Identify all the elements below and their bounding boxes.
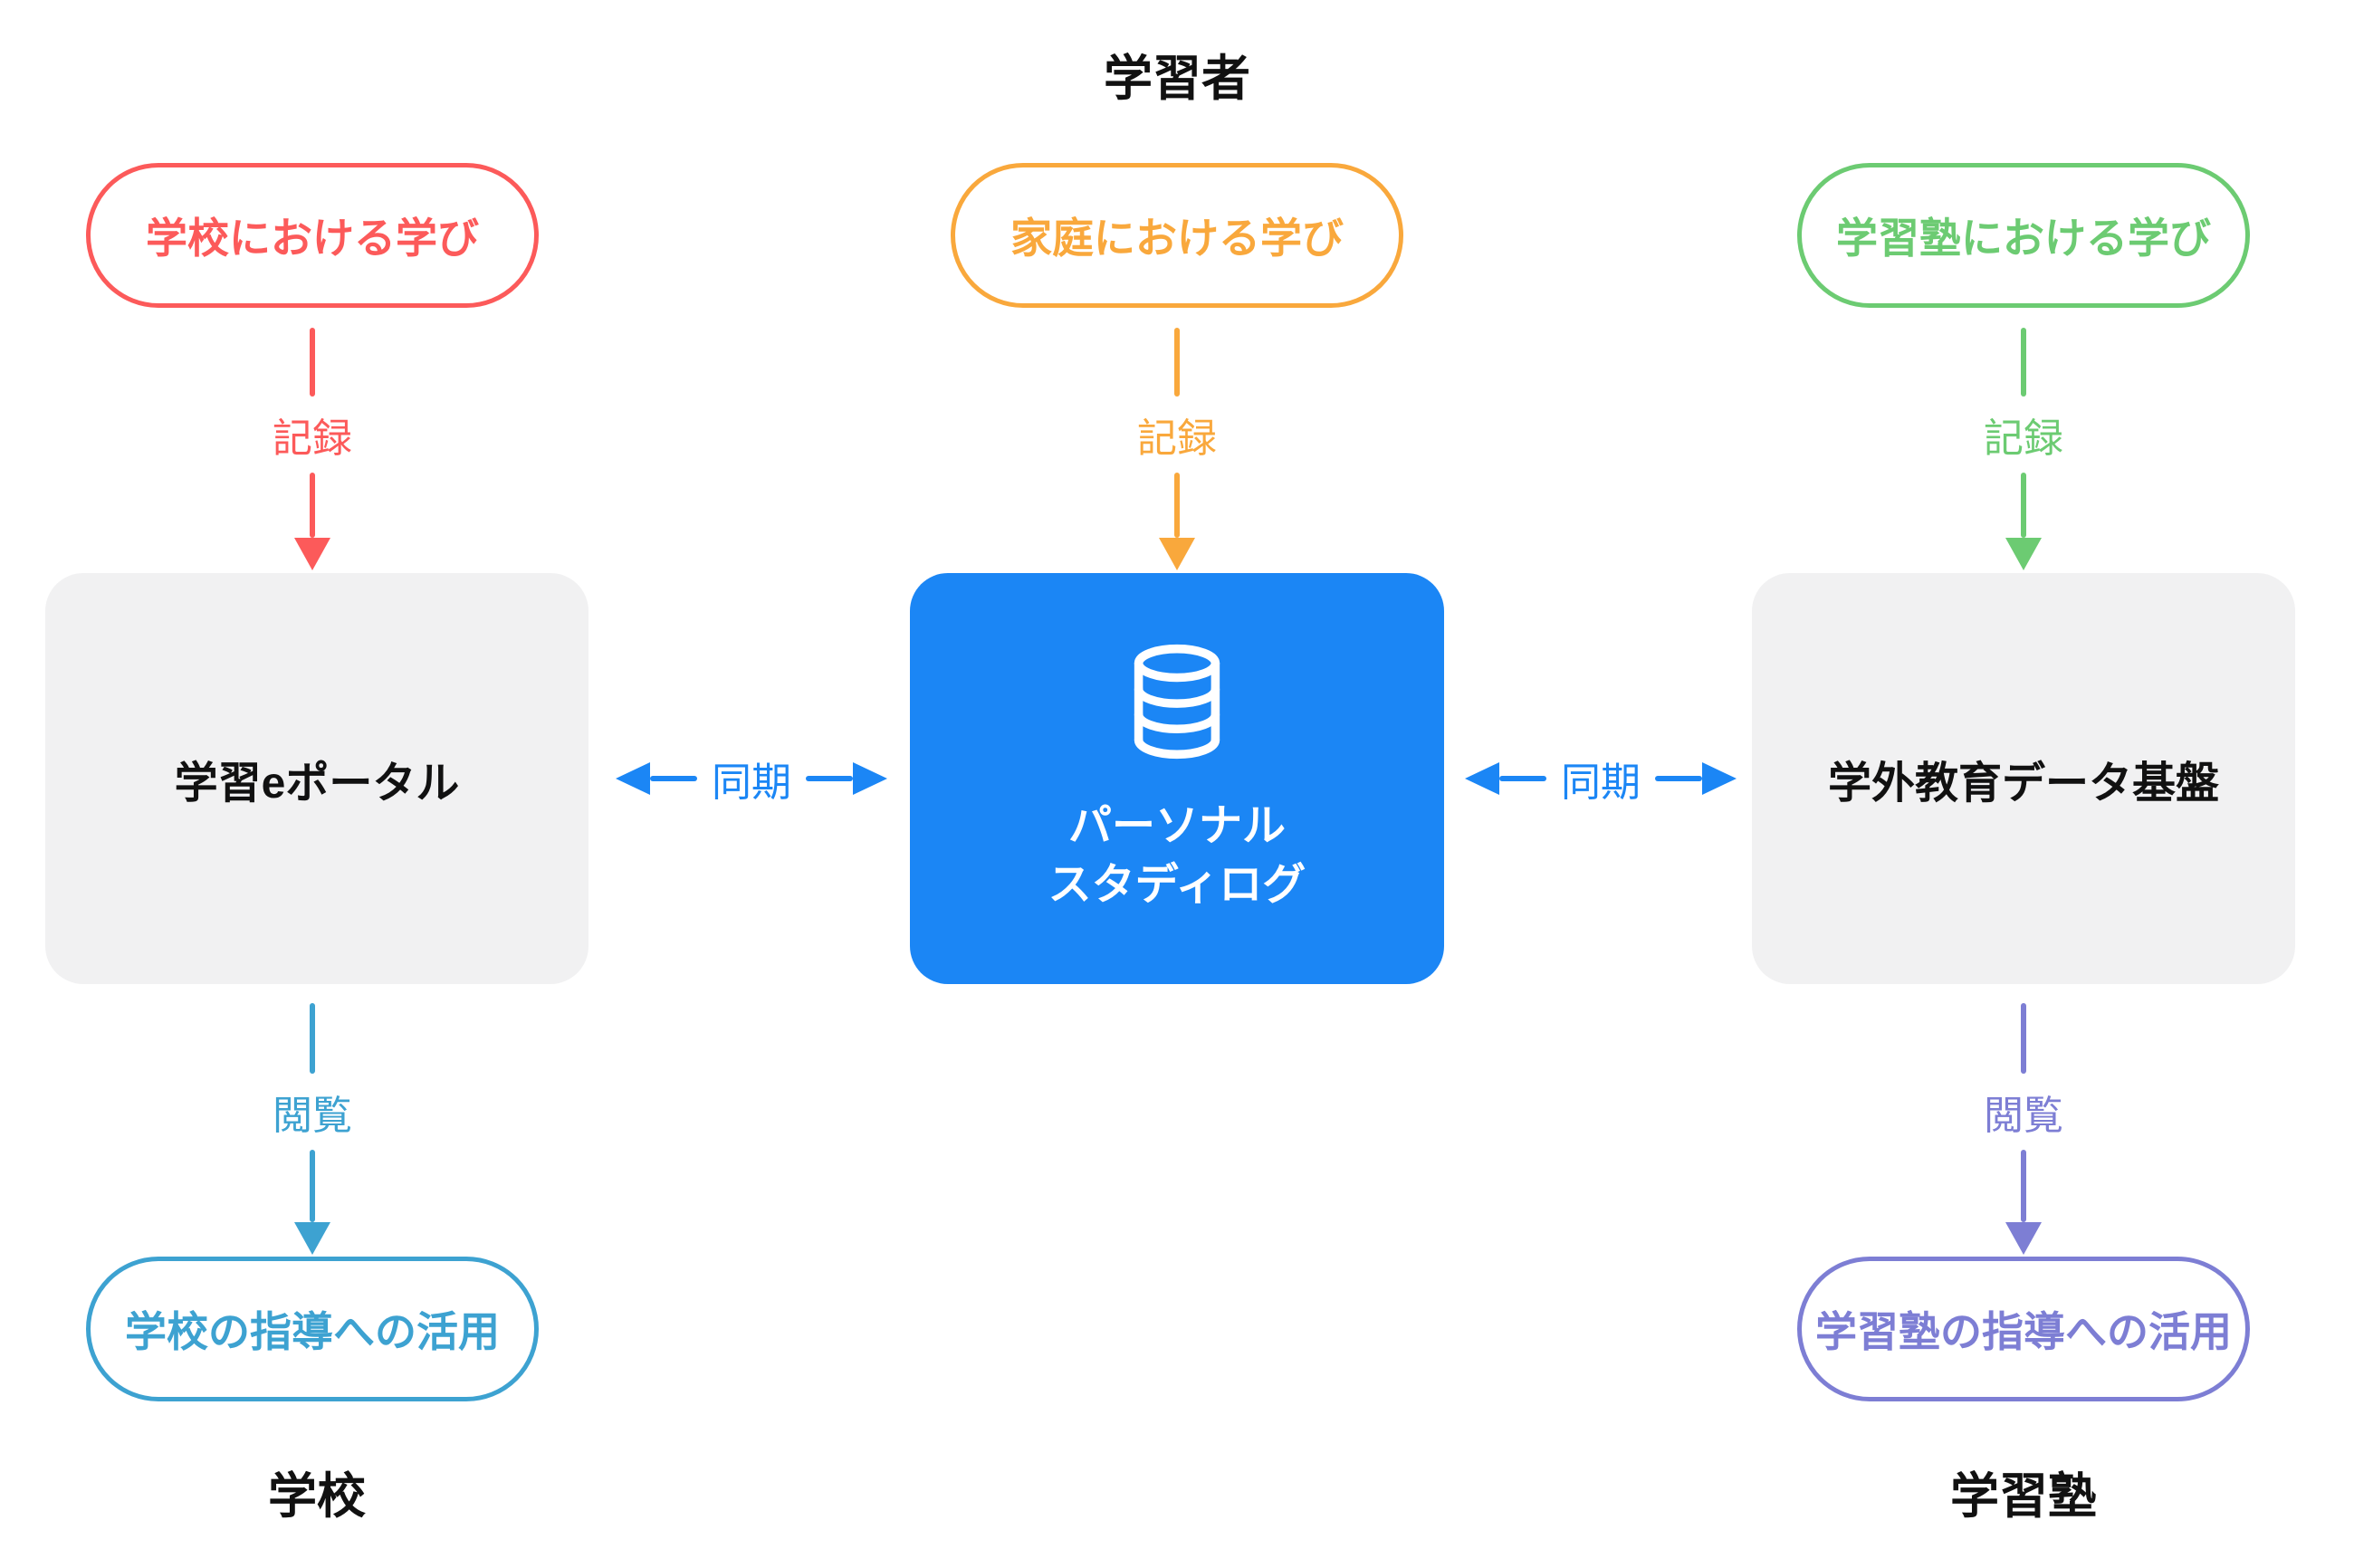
learner-title: 学習者 — [1104, 52, 1250, 106]
arrow-view-school: 閲覧 — [177, 1003, 448, 1255]
node-eportal-label: 学習eポータル — [174, 760, 460, 808]
arrow-line — [806, 776, 853, 781]
arrow-down-icon — [2005, 1222, 2042, 1255]
node-school-learning-label: 学校における学び — [146, 215, 479, 262]
node-home-learning: 家庭における学び — [951, 163, 1403, 308]
arrow-down-icon — [294, 1222, 330, 1255]
arrow-line — [1174, 328, 1180, 397]
arrow-record-label: 記録 — [1137, 416, 1217, 461]
arrow-down-icon — [2005, 538, 2042, 570]
node-school-use-label: 学校の指導への活用 — [125, 1308, 500, 1355]
node-eportal: 学習eポータル — [45, 573, 588, 984]
arrow-sync-label: 同期 — [712, 760, 791, 805]
node-personal-study-log: パーソナル スタディログ — [910, 573, 1444, 984]
arrow-right-icon — [853, 762, 887, 795]
arrow-left-icon — [616, 762, 650, 795]
arrow-record-label: 記録 — [1984, 416, 2063, 461]
arrow-line — [2021, 1150, 2026, 1222]
arrow-line — [1174, 473, 1180, 538]
node-school-learning: 学校における学び — [86, 163, 539, 308]
school-title: 学校 — [268, 1469, 366, 1524]
arrow-line — [2021, 473, 2026, 538]
node-external-platform: 学外教育データ基盤 — [1752, 573, 2295, 984]
arrow-view-label: 閲覧 — [273, 1094, 352, 1138]
arrow-sync-right: 同期 — [1465, 753, 1737, 805]
arrow-left-icon — [1465, 762, 1499, 795]
arrow-sync-left: 同期 — [616, 753, 887, 805]
arrow-record-cram: 記録 — [1888, 328, 2159, 570]
personal-study-log-line1: パーソナル — [1067, 802, 1286, 850]
arrow-line — [650, 776, 697, 781]
arrow-down-icon — [294, 538, 330, 570]
arrow-line — [310, 1003, 315, 1074]
node-school-use: 学校の指導への活用 — [86, 1257, 539, 1401]
node-cram-use-label: 学習塾の指導への活用 — [1815, 1308, 2232, 1355]
arrow-down-icon — [1159, 538, 1195, 570]
arrow-sync-label: 同期 — [1561, 760, 1641, 805]
node-personal-study-log-label: パーソナル スタディログ — [1048, 798, 1306, 915]
node-external-platform-label: 学外教育データ基盤 — [1827, 760, 2219, 808]
arrow-line — [2021, 1003, 2026, 1074]
arrow-view-label: 閲覧 — [1984, 1094, 2063, 1138]
arrow-line — [1655, 776, 1702, 781]
arrow-line — [1499, 776, 1546, 781]
arrow-line — [310, 1150, 315, 1222]
node-cram-use: 学習塾の指導への活用 — [1797, 1257, 2250, 1401]
cram-school-title: 学習塾 — [1950, 1469, 2097, 1524]
arrow-record-label: 記録 — [273, 416, 352, 461]
personal-study-log-line2: スタディログ — [1048, 860, 1306, 909]
arrow-line — [310, 473, 315, 538]
node-cram-learning-label: 学習塾における学び — [1836, 215, 2211, 262]
arrow-right-icon — [1702, 762, 1737, 795]
arrow-line — [2021, 328, 2026, 397]
arrow-record-home: 記録 — [1041, 328, 1313, 570]
database-icon — [1134, 644, 1220, 760]
node-home-learning-label: 家庭における学び — [1010, 215, 1344, 262]
arrow-record-school: 記録 — [177, 328, 448, 570]
node-cram-learning: 学習塾における学び — [1797, 163, 2250, 308]
arrow-view-cram: 閲覧 — [1888, 1003, 2159, 1255]
arrow-line — [310, 328, 315, 397]
